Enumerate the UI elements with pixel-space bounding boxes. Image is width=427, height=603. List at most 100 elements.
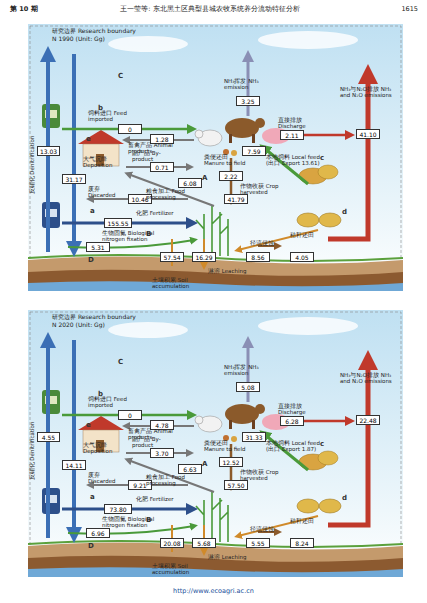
compartment-letter: c — [320, 440, 328, 448]
boundary-title: 研究边界 Research boundary — [52, 28, 202, 35]
flow-value: 57.50 — [227, 482, 244, 489]
flow-value-box: 5.31 — [86, 242, 110, 252]
flow-value: 4.05 — [295, 254, 308, 261]
flow-value-box: 5.68 — [192, 538, 216, 548]
flow-value: 2.11 — [285, 132, 298, 139]
flow-label: 饲料进口 Feed imported — [88, 110, 138, 123]
compartment-letter: a — [90, 493, 98, 501]
flow-label: 副产品 By-product — [132, 436, 172, 449]
boundary-title: N 1990 (Unit: Gg) — [52, 36, 202, 43]
flow-value: 13.03 — [40, 148, 57, 155]
flow-value: 5.55 — [251, 540, 264, 547]
flow-value-box: 6.63 — [178, 464, 202, 474]
flow-value-box: 6.96 — [86, 528, 110, 538]
flow-label: 反硝化 Denitrification — [29, 416, 35, 486]
flow-value: 155.55 — [108, 220, 129, 227]
flow-label: NH₃与N₂O排放 NH₃ and N₂O emissions — [340, 372, 398, 385]
flow-label: 土壤积累 Soil accumulation — [152, 563, 222, 576]
flow-value-box: 155.55 — [104, 218, 132, 228]
flow-value-box: 16.29 — [192, 252, 216, 262]
flow-label: 反硝化 Denitrification — [29, 130, 35, 200]
flow-value-box: 6.08 — [178, 178, 202, 188]
flow-value: 6.96 — [91, 530, 104, 537]
flow-value-box: 5.55 — [246, 538, 270, 548]
flow-label: 土壤积累 Soil accumulation — [152, 277, 222, 290]
research-boundary-panel: 研究边界 Research boundaryN 2020 (Unit: Gg)5… — [28, 310, 403, 577]
flow-label: 本地饲料 Local feed (出口 Export 13.61) — [266, 154, 328, 167]
flow-value-box: 8.56 — [246, 252, 270, 262]
compartment-letter: a — [90, 207, 98, 215]
flow-value: 14.11 — [65, 462, 82, 469]
flow-label: 大气沉降 Deposition — [83, 442, 125, 455]
flow-value-box: 4.05 — [290, 252, 314, 262]
flow-value-box: 73.80 — [104, 504, 132, 514]
boundary-title: 研究边界 Research boundary — [52, 314, 202, 321]
compartment-letter: c — [320, 154, 328, 162]
flow-value-box: 8.24 — [290, 538, 314, 548]
flow-value: 5.31 — [91, 244, 104, 251]
flow-label: NH₃与N₂O排放 NH₃ and N₂O emissions — [340, 86, 398, 99]
flow-value-box: 13.03 — [37, 146, 60, 156]
flow-label: 本地饲料 Local feed (出口 Export 1.87) — [266, 440, 328, 453]
compartment-letter: D — [88, 542, 96, 550]
flow-label: 径流侵蚀 — [250, 240, 280, 246]
flow-value: 4.55 — [42, 434, 55, 441]
flow-value: 41.10 — [359, 131, 376, 138]
flow-value-box: 41.10 — [356, 129, 380, 139]
flow-value: 73.80 — [109, 506, 126, 513]
flow-value: 1.28 — [155, 136, 168, 143]
flow-label: 秸秆还田 — [290, 518, 320, 524]
flow-label: 淋溶 Leaching — [208, 554, 248, 560]
flow-value-box: 31.17 — [62, 174, 86, 184]
flow-label: NH₃挥发 NH₃ emission — [224, 364, 270, 377]
page-header: 1615 — [370, 6, 418, 13]
flow-value: 8.56 — [251, 254, 264, 261]
flow-value-box: 5.08 — [236, 382, 260, 392]
compartment-letter: A — [202, 460, 210, 468]
compartment-letter: B — [146, 516, 154, 524]
flow-label: 粮食加工 Food processing — [146, 474, 192, 487]
flow-label: 生物固氮 Biological nitrogen fixation — [102, 516, 174, 529]
flow-value-box: 0 — [118, 124, 142, 134]
flow-label: 副产品 By-product — [132, 150, 172, 163]
flow-value: 3.25 — [241, 98, 254, 105]
flow-value: 0 — [128, 126, 132, 133]
flow-value: 0.71 — [155, 164, 168, 171]
compartment-letter: B — [146, 230, 154, 238]
flow-value: 4.78 — [155, 422, 168, 429]
flow-label: 作物收获 Crop harvested — [240, 183, 290, 196]
page-header: 第 10 期 — [10, 6, 70, 13]
compartment-letter: C — [118, 358, 128, 366]
flow-label: 径流侵蚀 — [250, 526, 280, 532]
flow-value-box: 41.79 — [224, 194, 248, 204]
flow-label: 饲料进口 Feed imported — [88, 396, 138, 409]
flow-value-box: 2.11 — [280, 130, 304, 140]
flow-label: 作物收获 Crop harvested — [240, 469, 290, 482]
flow-label: 化肥 Fertilizer — [136, 496, 176, 502]
flow-label: 大气沉降 Deposition — [83, 156, 125, 169]
flow-value-box: 57.54 — [160, 252, 184, 262]
compartment-letter: C — [118, 72, 128, 80]
flow-value-box: 3.70 — [150, 448, 174, 458]
flow-value: 6.28 — [285, 418, 298, 425]
flow-value-box: 12.52 — [219, 457, 243, 467]
flow-label: NH₃挥发 NH₃ emission — [224, 78, 270, 91]
flow-label: 直接排放 Discharge — [278, 403, 320, 416]
flow-value-box: 4.55 — [37, 432, 60, 442]
compartment-letter: e — [86, 421, 94, 429]
compartment-letter: A — [202, 174, 210, 182]
flow-value: 5.08 — [241, 384, 254, 391]
flow-value: 2.22 — [224, 173, 237, 180]
flow-value: 31.33 — [245, 434, 262, 441]
flow-value: 57.54 — [163, 254, 180, 261]
flow-value: 5.68 — [197, 540, 210, 547]
flow-label: 粪便还田 Manure to field — [204, 154, 248, 167]
flow-value: 8.24 — [295, 540, 308, 547]
flow-value-box: 0.71 — [150, 162, 174, 172]
flow-value-box: 31.33 — [242, 432, 266, 442]
flow-value-box: 22.48 — [356, 415, 380, 425]
flow-label: 粮食加工 Food processing — [146, 188, 192, 201]
flow-value: 12.52 — [222, 459, 239, 466]
page-footer: http://www.ecoagri.ac.cn — [0, 588, 427, 595]
